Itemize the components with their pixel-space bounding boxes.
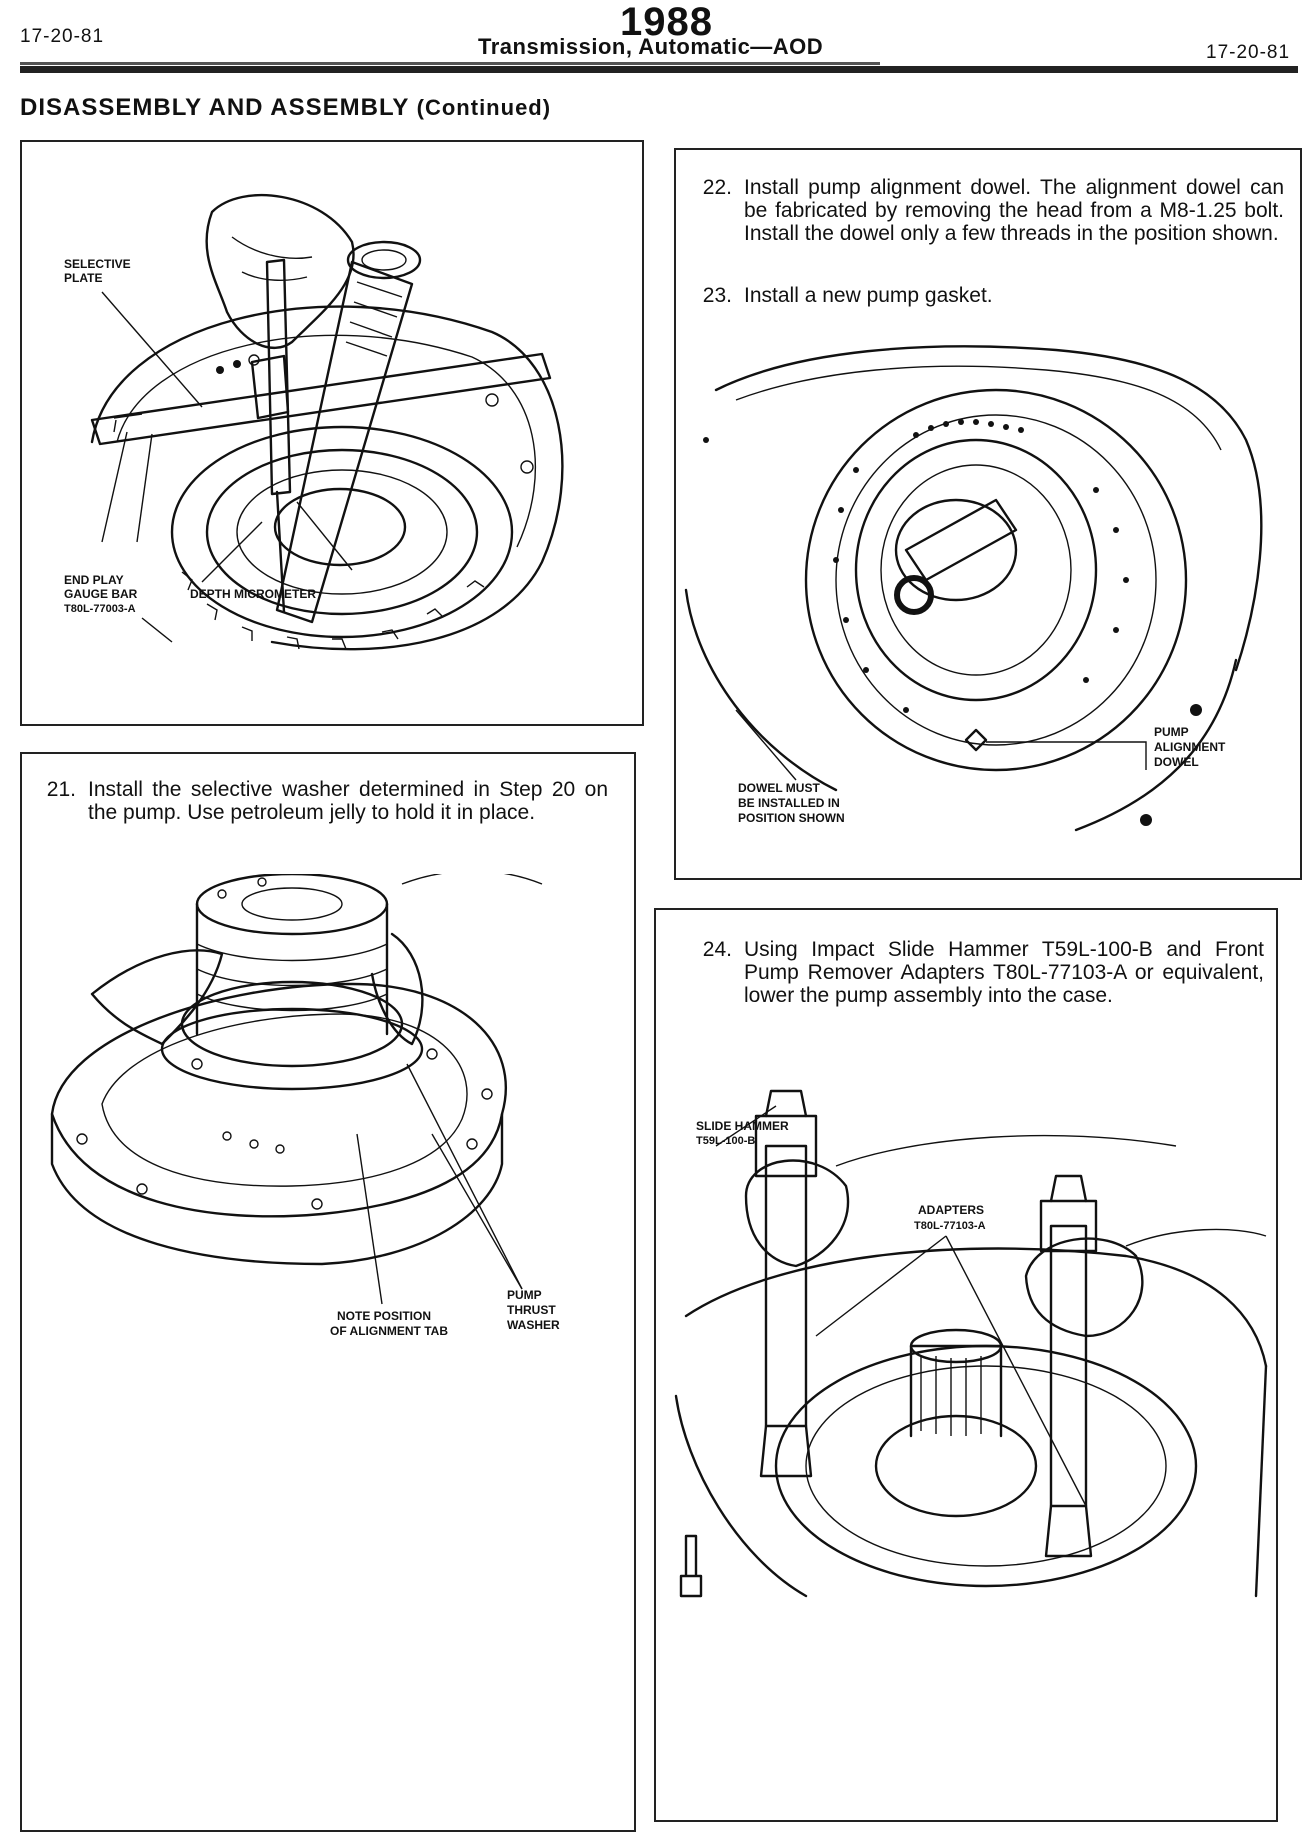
label-end-play-3: T80L-77003-A [64, 603, 136, 615]
label-dowel-must-1: DOWEL MUST [738, 781, 820, 795]
section-heading: DISASSEMBLY AND ASSEMBLY (Continued) [20, 94, 551, 122]
label-pump-thrust-washer-3: WASHER [507, 1318, 560, 1332]
header-rule [20, 66, 1298, 73]
step-24-panel: 24. Using Impact Slide Hammer T59L-100-B… [654, 908, 1278, 1822]
label-dowel-must-2: BE INSTALLED IN [738, 796, 840, 810]
label-depth-micrometer: DEPTH MICROMETER [190, 587, 316, 601]
step-22-number: 22. [702, 176, 732, 199]
label-note-position-2: OF ALIGNMENT TAB [330, 1324, 448, 1338]
step-24-text: Using Impact Slide Hammer T59L-100-B and… [744, 938, 1264, 1007]
label-pump-thrust-washer-2: THRUST [507, 1303, 556, 1317]
pump-thrust-washer-illustration: PUMP THRUST WASHER NOTE POSITION OF ALIG… [50, 874, 560, 1338]
page-number-left: 17-20-81 [20, 26, 105, 47]
label-slide-hammer-1: SLIDE HAMMER [696, 1119, 789, 1133]
step-22: 22. Install pump alignment dowel. The al… [688, 176, 1288, 272]
label-adapters-2: T80L-77103-A [914, 1220, 986, 1232]
step-22-23-panel: 22. Install pump alignment dowel. The al… [674, 148, 1302, 880]
label-pump-alignment-dowel-1: PUMP [1154, 725, 1189, 739]
model-year: 1988 [620, 0, 713, 44]
step-22-text: Install pump alignment dowel. The alignm… [744, 176, 1284, 245]
label-note-position-1: NOTE POSITION [337, 1309, 431, 1323]
label-selective-plate-2: PLATE [64, 271, 102, 285]
label-end-play-1: END PLAY [64, 573, 124, 587]
step-21-number: 21. [46, 778, 76, 801]
label-dowel-must-3: POSITION SHOWN [738, 811, 845, 825]
step-23-number: 23. [702, 284, 732, 307]
label-selective-plate-1: SELECTIVE [64, 257, 131, 271]
step-23: 23. Install a new pump gasket. [688, 284, 1288, 308]
slide-hammer-illustration: SLIDE HAMMER T59L-100-B ADAPTERS T80L-77… [674, 1089, 1268, 1598]
page-title: Transmission, Automatic—AOD [478, 34, 824, 59]
label-pump-thrust-washer-1: PUMP [507, 1288, 542, 1302]
label-slide-hammer-2: T59L-100-B [696, 1135, 755, 1147]
label-pump-alignment-dowel-2: ALIGNMENT [1154, 740, 1226, 754]
step-24-number: 24. [702, 938, 732, 961]
section-subtitle: (Continued) [416, 95, 552, 120]
pump-alignment-dowel-illustration: PUMP ALIGNMENT DOWEL DOWEL MUST BE INSTA… [684, 345, 1263, 832]
section-title: DISASSEMBLY AND ASSEMBLY [20, 94, 409, 121]
depth-micrometer-illustration: SELECTIVE PLATE END PLAY GAUGE BAR T80L-… [64, 193, 564, 651]
step-21-text: Install the selective washer determined … [88, 778, 608, 824]
page-number-right: 17-20-81 [1206, 42, 1291, 63]
figure-panel-depth-micrometer: SELECTIVE PLATE END PLAY GAUGE BAR T80L-… [20, 140, 644, 726]
step-21-panel: 21. Install the selective washer determi… [20, 752, 636, 1832]
label-pump-alignment-dowel-3: DOWEL [1154, 755, 1199, 769]
header-rule-thin [20, 62, 880, 65]
label-end-play-2: GAUGE BAR [64, 587, 138, 601]
label-adapters-1: ADAPTERS [918, 1203, 984, 1217]
step-24: 24. Using Impact Slide Hammer T59L-100-B… [688, 938, 1268, 1034]
step-23-text: Install a new pump gasket. [744, 284, 993, 307]
step-21: 21. Install the selective washer determi… [32, 778, 622, 850]
